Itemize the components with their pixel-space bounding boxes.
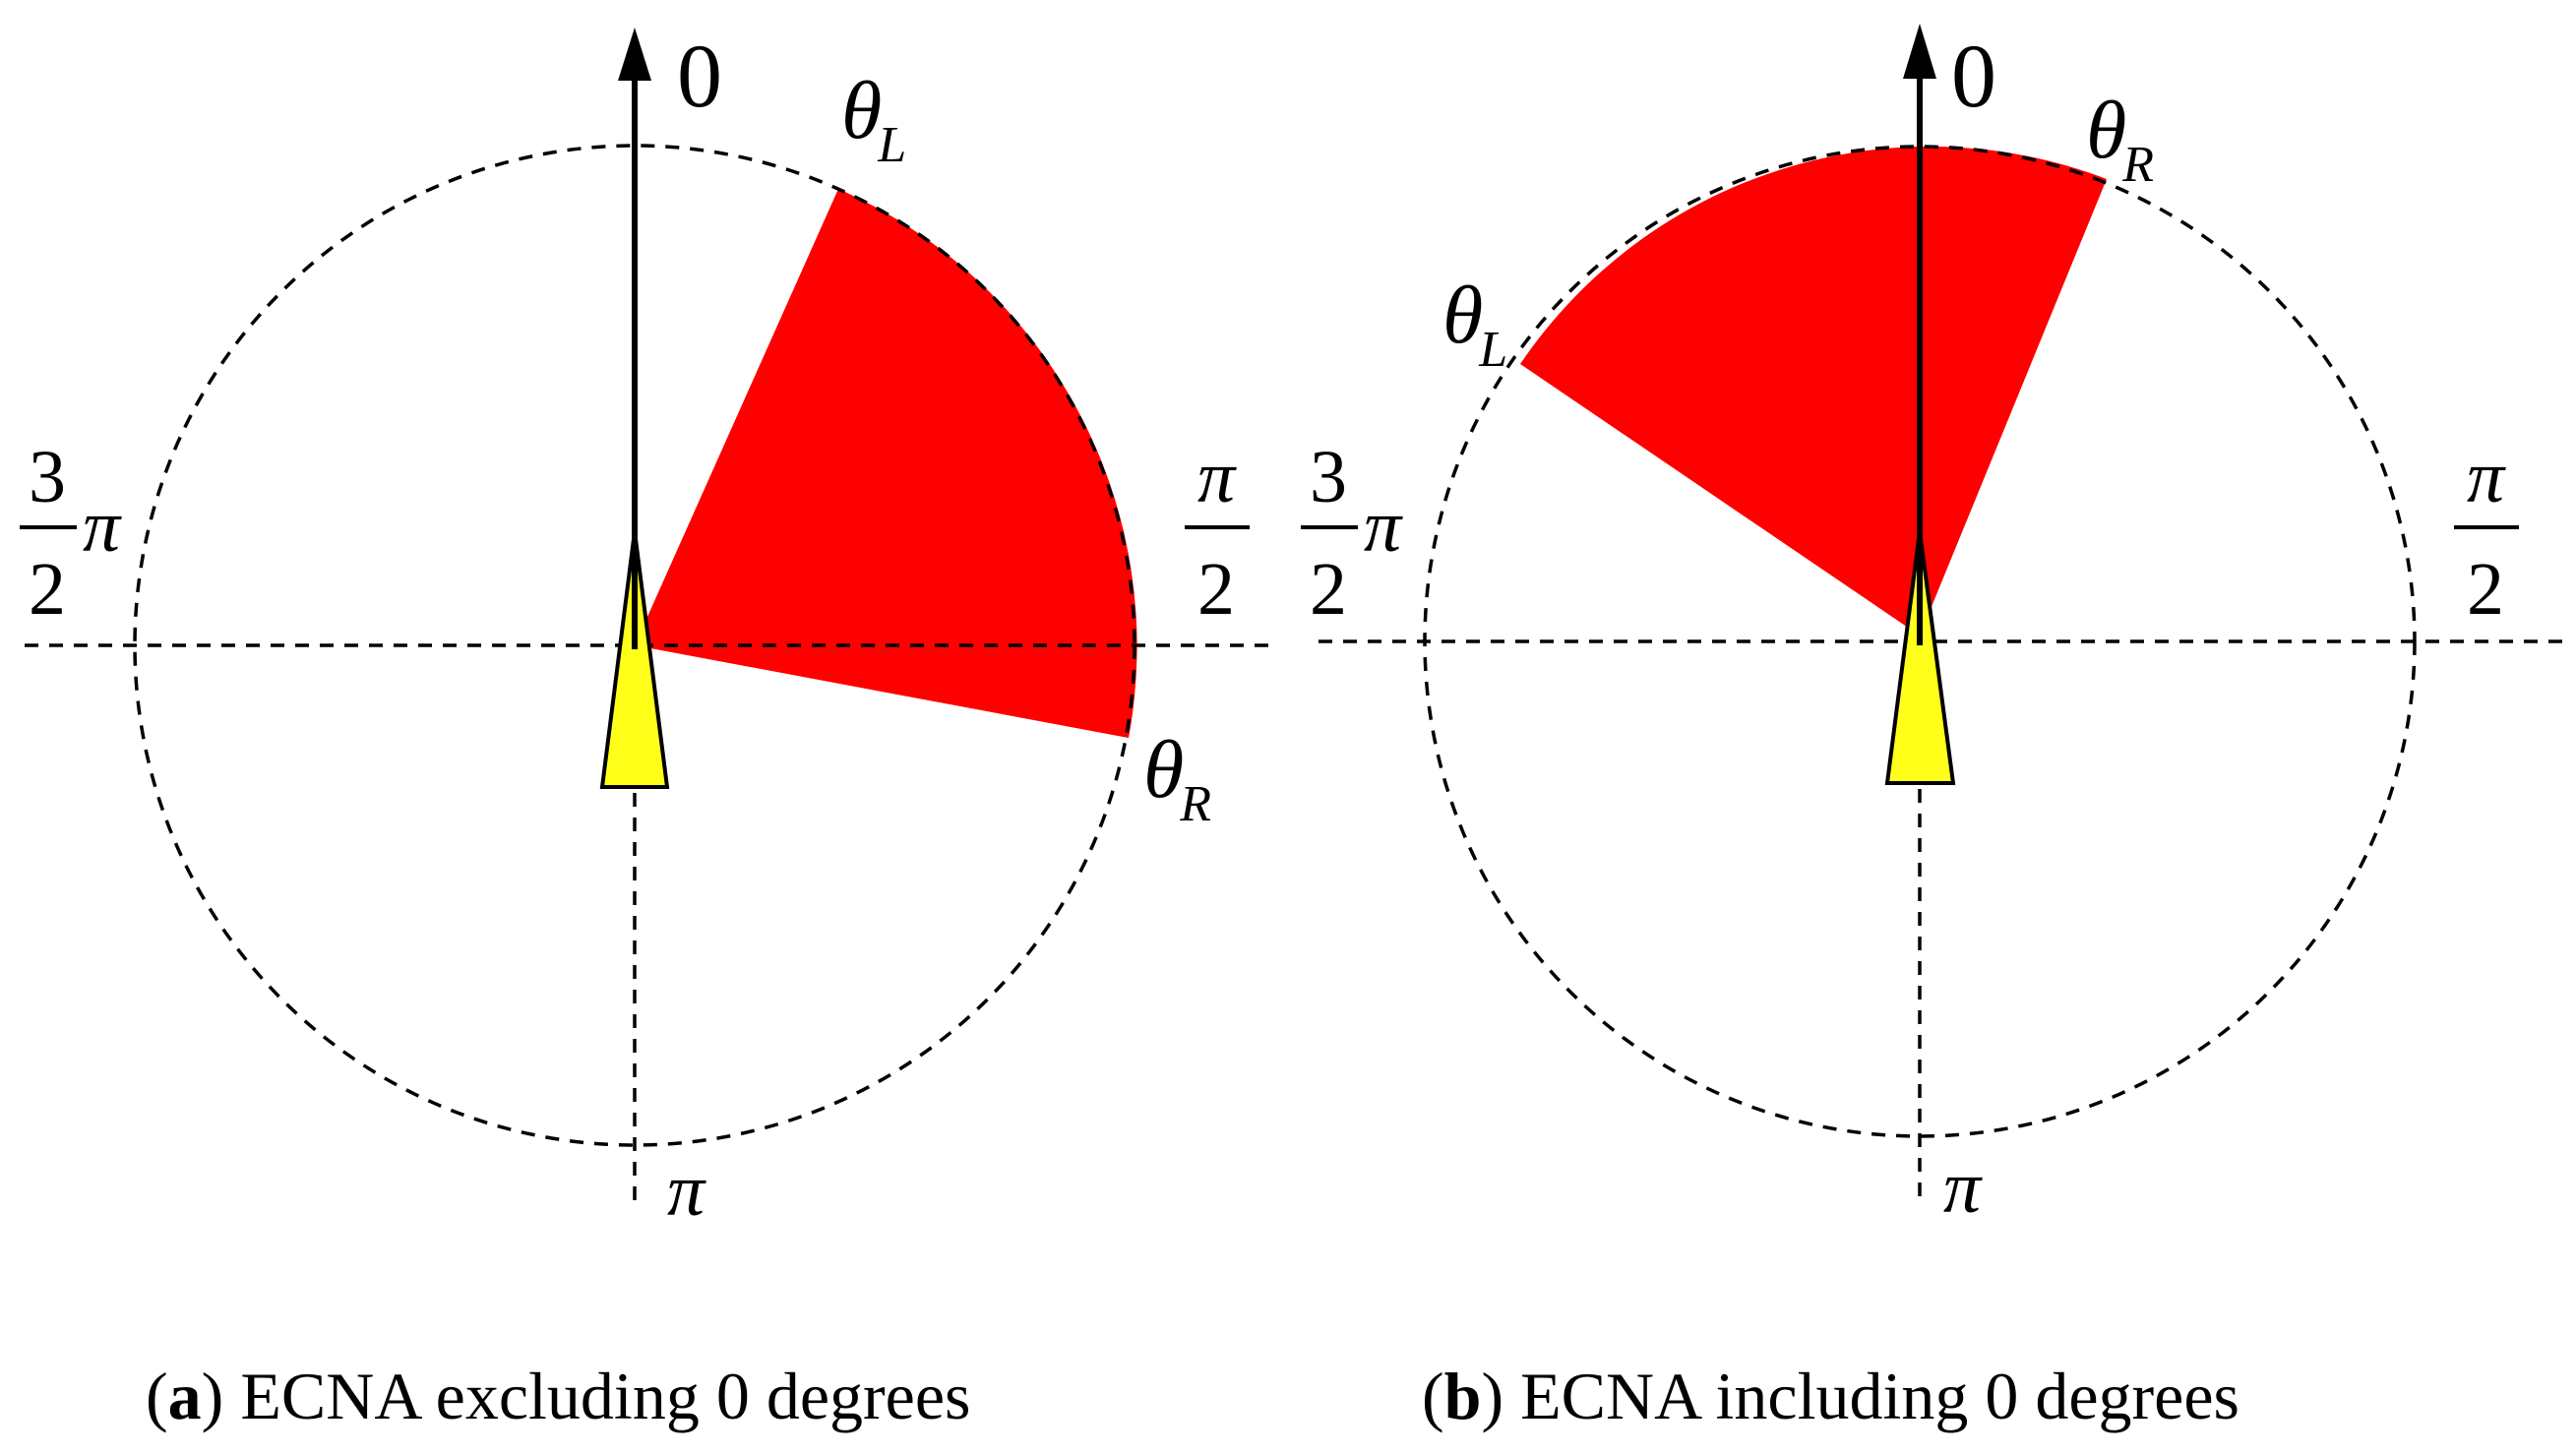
- label-pi-over-two-b: π 2: [2454, 436, 2519, 631]
- panel-b: 0 θR θL π 2 3 2 π π (b) ECNA including 0…: [1301, 24, 2563, 1433]
- label-theta-right-a: θR: [1143, 724, 1211, 832]
- label-zero-a: 0: [677, 26, 722, 126]
- svg-text:π: π: [2467, 436, 2506, 518]
- label-pi-bottom-b: π: [1943, 1146, 1983, 1229]
- label-three-halves-pi-b: 3 2 π: [1301, 436, 1403, 631]
- svg-text:3: 3: [1310, 436, 1347, 518]
- arrowhead-icon-b: [1903, 24, 1936, 79]
- panel-a: 0 θL θR π 2 3 2 π π (a) ECNA excluding 0…: [20, 26, 1277, 1433]
- svg-text:π: π: [1197, 436, 1237, 518]
- caption-b: (b) ECNA including 0 degrees: [1422, 1359, 2239, 1433]
- label-zero-b: 0: [1951, 26, 1996, 126]
- label-theta-right-b: θR: [2086, 85, 2154, 193]
- svg-text:2: 2: [1310, 548, 1347, 631]
- svg-text:2: 2: [1197, 548, 1235, 631]
- label-theta-left-a: θL: [841, 65, 906, 173]
- svg-text:3: 3: [29, 436, 66, 518]
- label-theta-left-b: θL: [1442, 270, 1507, 378]
- ecna-sector-a: [635, 189, 1137, 738]
- vehicle-triangle-a: [599, 530, 670, 789]
- arrowhead-icon-a: [618, 28, 651, 81]
- svg-text:2: 2: [29, 548, 66, 631]
- ecna-sector-b: [1520, 146, 2107, 637]
- svg-text:π: π: [83, 485, 122, 568]
- label-pi-over-two-a: π 2: [1185, 436, 1250, 631]
- svg-text:π: π: [1364, 485, 1403, 568]
- caption-a: (a) ECNA excluding 0 degrees: [146, 1359, 970, 1433]
- svg-text:2: 2: [2467, 548, 2504, 631]
- vehicle-triangle-b: [1884, 530, 1956, 785]
- label-three-halves-pi-a: 3 2 π: [20, 436, 122, 631]
- label-pi-bottom-a: π: [667, 1149, 706, 1232]
